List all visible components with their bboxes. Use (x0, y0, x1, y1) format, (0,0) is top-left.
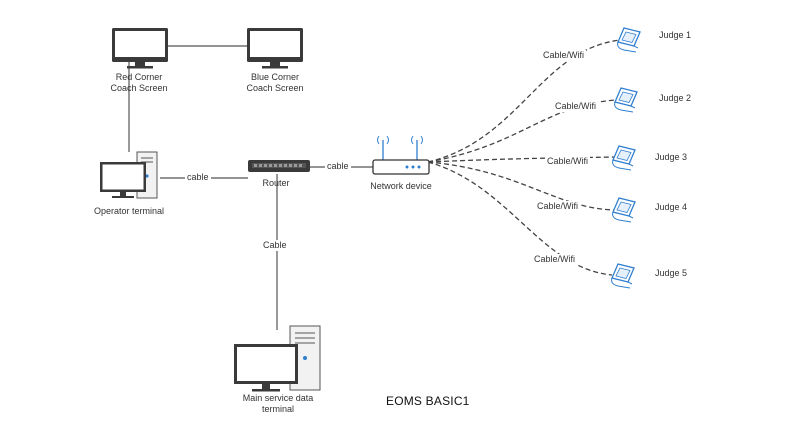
judge-4-tablet-icon (611, 197, 636, 223)
judge-link-4 (427, 161, 615, 211)
judge-5-link-label: Cable/Wifi (532, 254, 578, 265)
blue-corner-monitor-icon (247, 28, 303, 69)
main-server-label-line1: Main service data (242, 393, 314, 403)
judge-2-tablet-icon (613, 87, 638, 113)
operator-terminal-label: Operator terminal (93, 206, 165, 216)
network-device-label: Network device (370, 181, 432, 191)
judge-3-link-label: Cable/Wifi (545, 156, 591, 167)
judge-2-label: Judge 2 (659, 93, 692, 103)
judge-link-3 (427, 156, 615, 163)
router-label: Router (262, 178, 290, 188)
network-device-icon (372, 135, 430, 175)
judge-1-tablet-icon (616, 27, 641, 53)
red-corner-label-line1: Red Corner (115, 72, 163, 82)
red-corner-monitor-icon (112, 28, 168, 69)
judge-3-tablet-icon (611, 145, 636, 171)
main-server-label: Main service data terminal (243, 393, 314, 415)
judge-link-1 (427, 39, 621, 163)
operator-router-link-label: cable (185, 172, 211, 183)
router-network-link-label: cable (325, 161, 351, 172)
judge-1-label: Judge 1 (659, 30, 692, 40)
judge-3-label: Judge 3 (655, 152, 688, 162)
diagram-caption: EOMS BASIC1 (386, 394, 470, 408)
operator-computer-icon (100, 151, 158, 199)
judge-4-link-label: Cable/Wifi (535, 201, 581, 212)
main-server-computer-icon (234, 325, 321, 392)
blue-corner-label-line2: Coach Screen (246, 83, 304, 93)
judge-links (427, 39, 621, 276)
red-corner-label-line2: Coach Screen (110, 83, 168, 93)
judge-2-link-label: Cable/Wifi (553, 101, 599, 112)
judge-1-link-label: Cable/Wifi (541, 50, 587, 61)
router-icon (248, 160, 310, 172)
judge-link-2 (427, 99, 617, 163)
router-server-link-label: Cable (261, 240, 289, 251)
red-corner-label: Red Corner Coach Screen (110, 72, 167, 94)
blue-corner-label: Blue Corner Coach Screen (246, 72, 303, 94)
blue-corner-label-line1: Blue Corner (250, 72, 300, 82)
judge-5-tablet-icon (610, 263, 635, 289)
judge-link-5 (427, 161, 613, 276)
judge-4-label: Judge 4 (655, 202, 688, 212)
judge-5-label: Judge 5 (655, 268, 688, 278)
main-server-label-line2: terminal (261, 404, 295, 414)
